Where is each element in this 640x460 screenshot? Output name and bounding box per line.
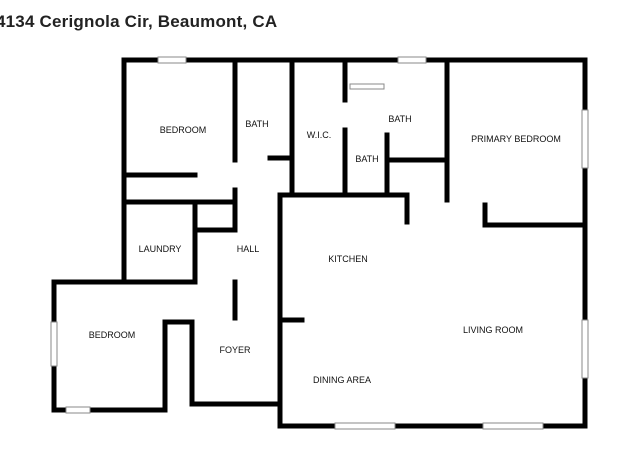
- room-label-bedroom: BEDROOM: [160, 125, 207, 135]
- room-label-primary-bedroom: PRIMARY BEDROOM: [471, 134, 561, 144]
- listing-address: 4134 Cerignola Cir, Beaumont, CA: [0, 12, 278, 31]
- room-label-bath: BATH: [355, 154, 378, 164]
- room-label-foyer: FOYER: [219, 345, 251, 355]
- room-label-dining-area: DINING AREA: [313, 375, 371, 385]
- room-label-bath: BATH: [245, 119, 268, 129]
- windows: [50, 56, 589, 430]
- room-label-wic: W.I.C.: [307, 130, 332, 140]
- interior-walls: [121, 57, 588, 407]
- room-label-bedroom: BEDROOM: [89, 330, 136, 340]
- room-label-kitchen: KITCHEN: [328, 254, 368, 264]
- room-label-bath: BATH: [388, 114, 411, 124]
- room-label-hall: HALL: [237, 244, 260, 254]
- room-labels: BEDROOM BATH W.I.C. BATH BATH PRIMARY BE…: [89, 114, 561, 385]
- room-label-living-room: LIVING ROOM: [463, 325, 523, 335]
- room-label-laundry: LAUNDRY: [139, 244, 182, 254]
- exterior-walls: [51, 57, 588, 429]
